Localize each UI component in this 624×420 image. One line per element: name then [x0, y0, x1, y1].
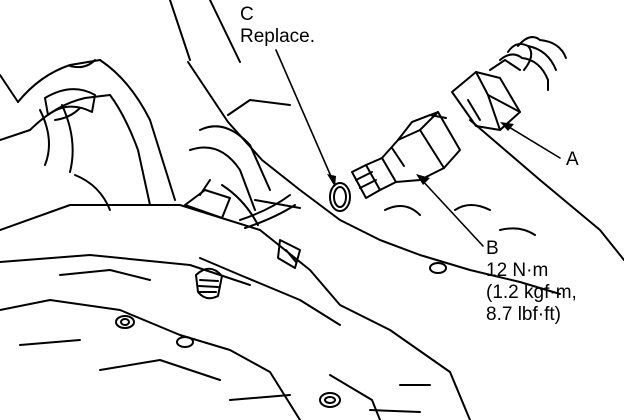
hose-clamp [44, 88, 96, 116]
wire-bracket [184, 179, 301, 269]
arrow-head-b [416, 174, 430, 185]
callout-b-letter: B [486, 238, 499, 259]
torque-spec-line-1: 12 N·m [486, 260, 549, 281]
leader-c [275, 49, 334, 182]
leader-b [419, 177, 484, 247]
housing-bolt-bosses [115, 262, 447, 408]
callout-c: C Replace. [240, 4, 315, 48]
callout-c-note: Replace. [240, 26, 315, 47]
arrow-head-c [327, 174, 336, 187]
arrow-head-a [500, 122, 514, 131]
coolant-hoses [0, 59, 176, 211]
torque-spec-line-3: 8.7 lbf·ft) [486, 304, 561, 325]
wiring-harness [521, 39, 567, 91]
transmission-housing [0, 204, 471, 420]
body-edge [169, 0, 624, 295]
drain-plug [195, 267, 223, 300]
leader-lines [275, 49, 561, 247]
torque-spec-line-2: (1.2 kgf·m, [486, 282, 577, 303]
callout-a-letter: A [566, 149, 579, 170]
pressure-sensor [351, 111, 461, 199]
callout-b: B 12 N·m (1.2 kgf·m, 8.7 lbf·ft) [486, 238, 577, 326]
callout-c-letter: C [240, 4, 254, 25]
arrow-heads [327, 122, 514, 187]
callout-a: A [566, 149, 579, 171]
leader-a [503, 123, 561, 159]
sensor-connector [451, 36, 541, 131]
o-ring [329, 182, 351, 212]
